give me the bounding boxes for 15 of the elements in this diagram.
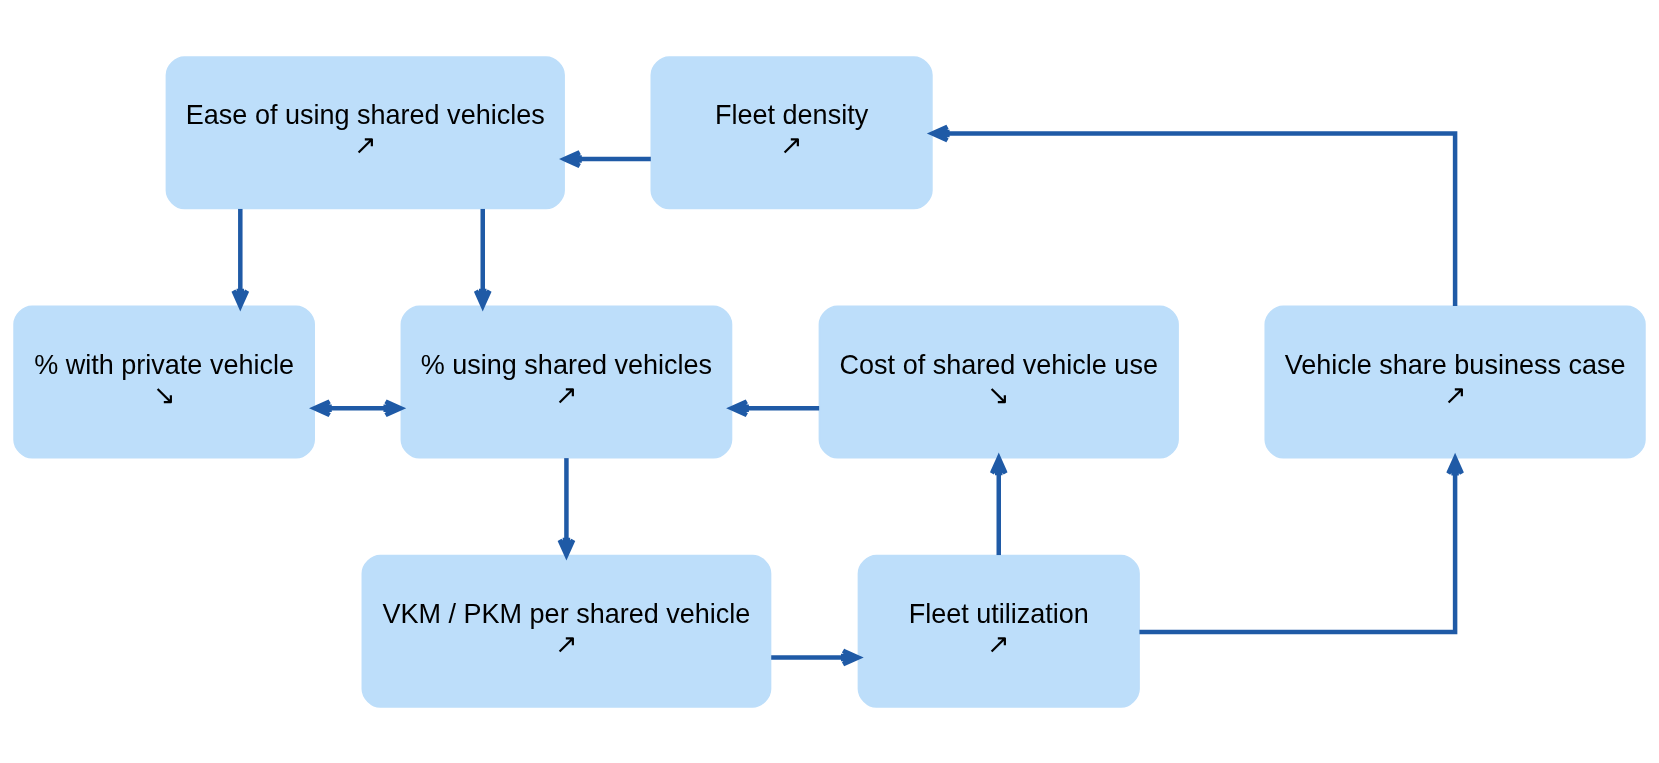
- node-box: Vehicle share business case ↗: [1264, 304, 1646, 459]
- node-box: Fleet utilization ↗: [857, 554, 1140, 708]
- arrow: [771, 647, 861, 666]
- arrow: [562, 149, 651, 168]
- arrow: [729, 398, 820, 417]
- node-box: Cost of shared vehicle use ↘: [818, 304, 1179, 459]
- arrow: [930, 124, 1458, 306]
- arrow: [312, 398, 403, 417]
- node-box: % using shared vehicles ↗: [400, 304, 733, 459]
- node-box: Fleet density ↗: [650, 55, 933, 209]
- arrow: [1139, 455, 1465, 634]
- arrow: [989, 455, 1008, 555]
- node-box: Ease of using shared vehicles ↗: [165, 55, 565, 209]
- node-box: % with private vehicle ↘: [13, 304, 315, 459]
- node-box: VKM / PKM per shared vehicle ↗: [361, 554, 772, 708]
